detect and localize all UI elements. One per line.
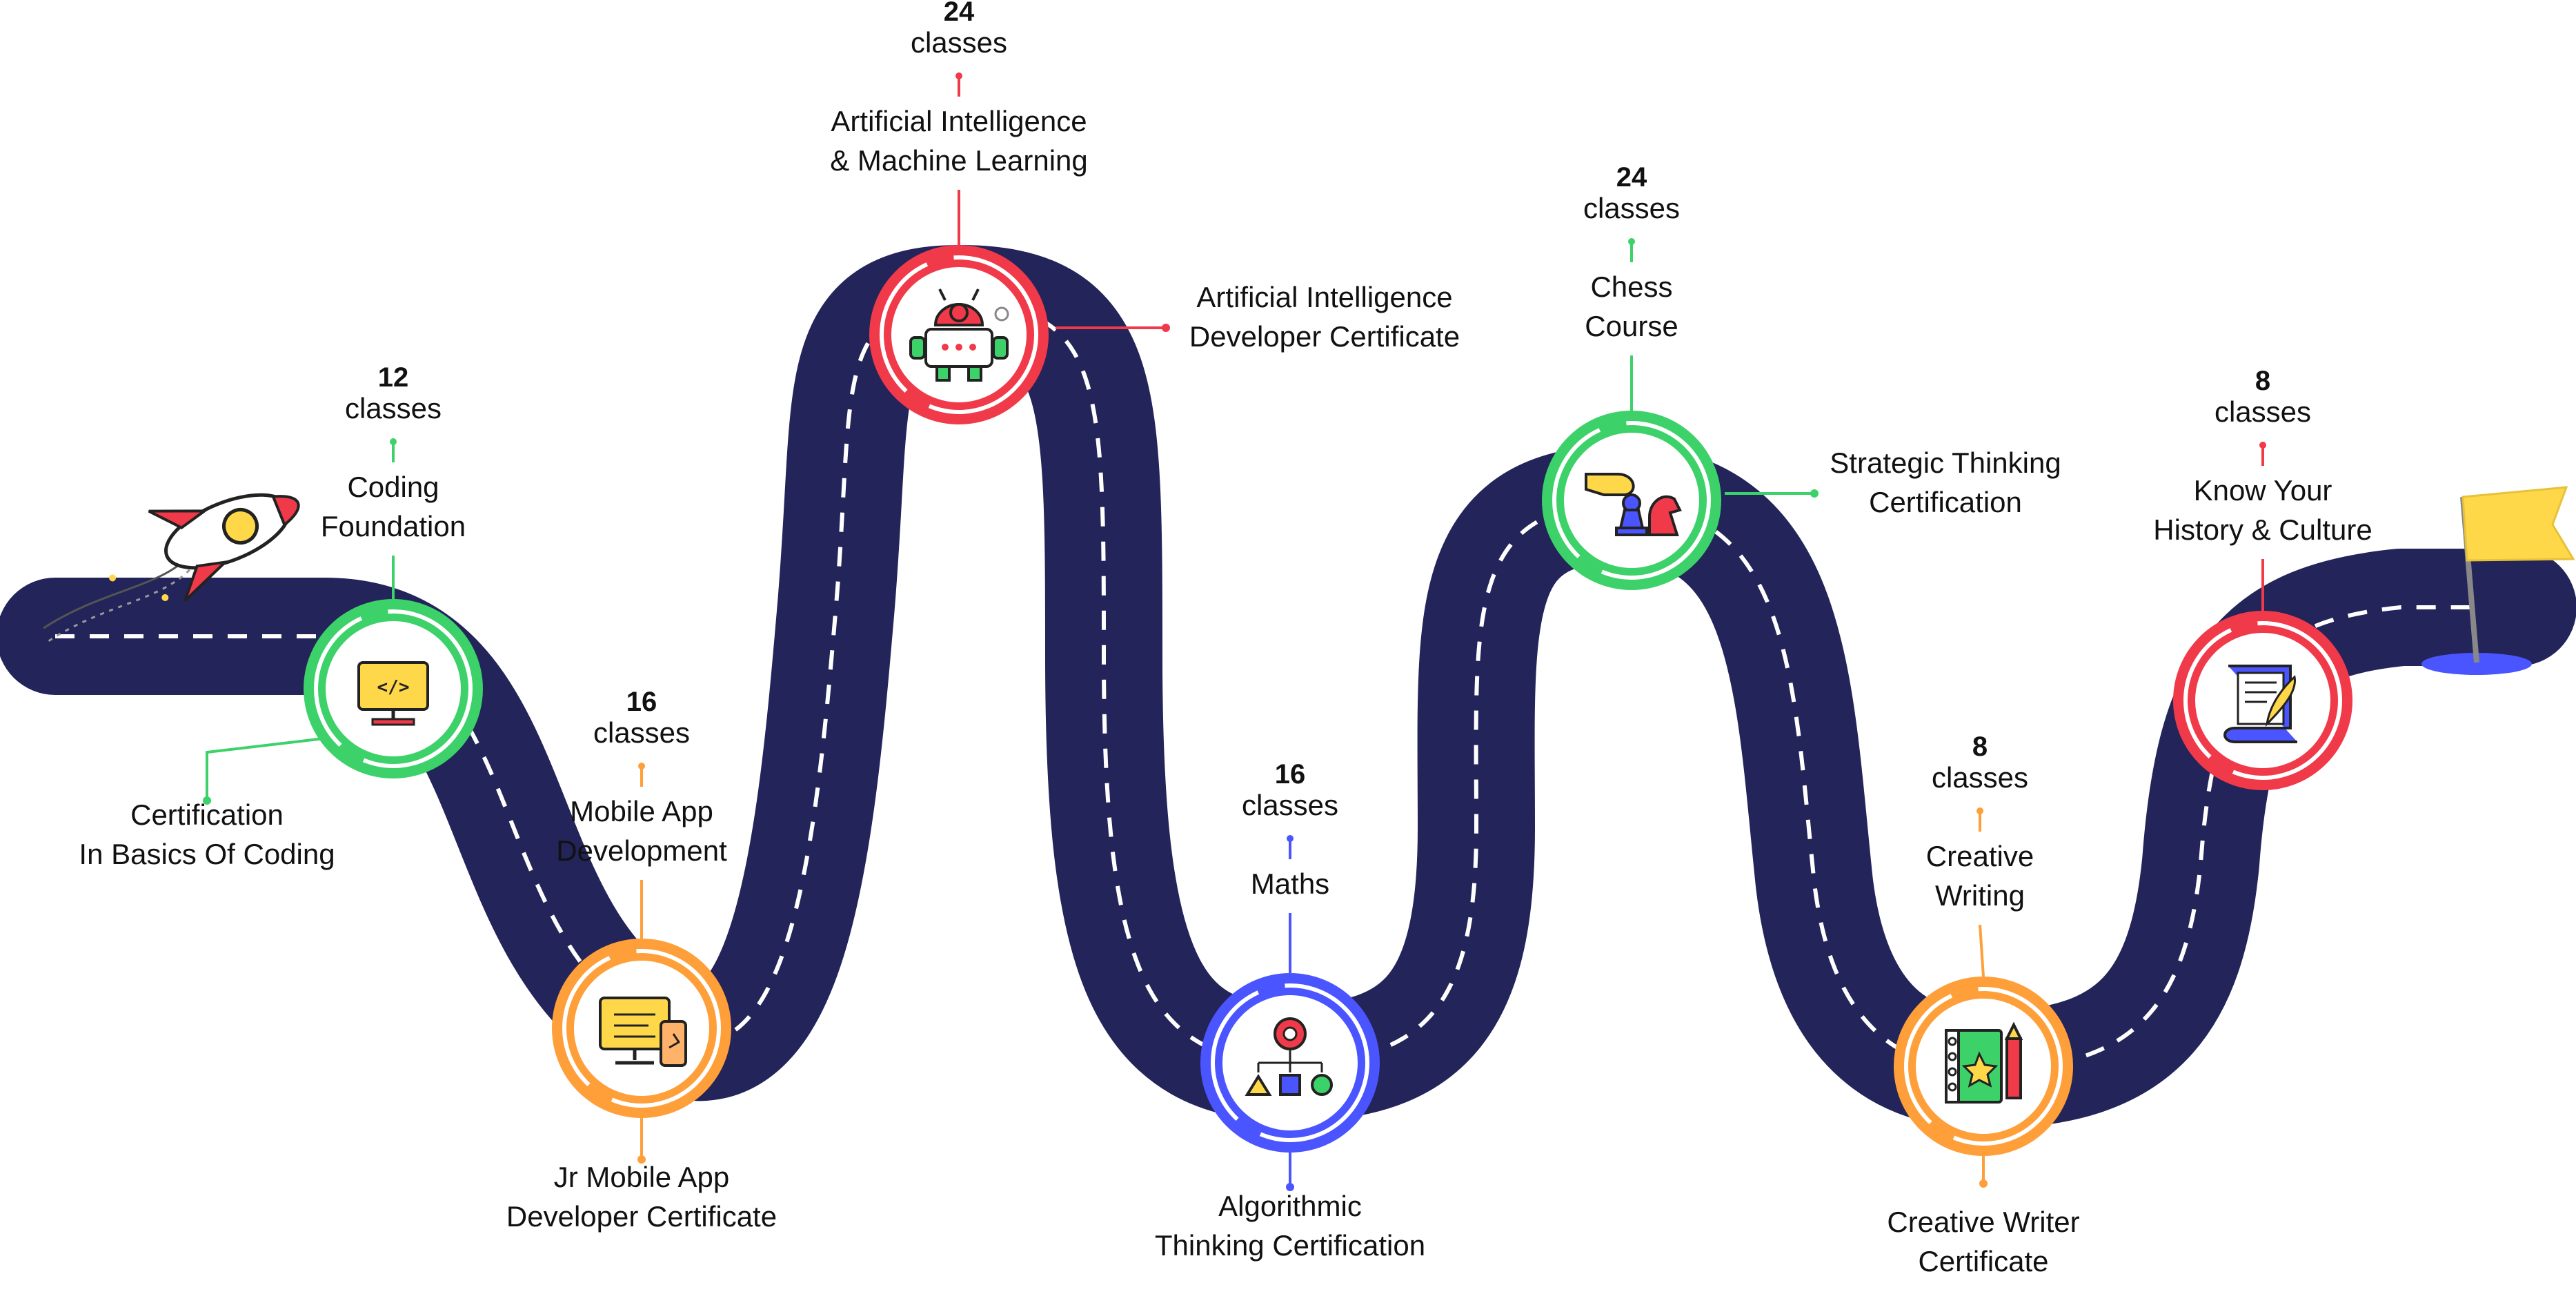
stage-ring-inner [1904,987,2063,1146]
stage-title-line: Course [1585,310,1678,342]
stage-node-mobile [552,939,731,1118]
class-count: 16 [1275,759,1306,790]
stage-nodes-layer: </> [304,245,2352,1156]
stage-title-line: Development [556,834,727,867]
stage-node-writing [1894,977,2073,1156]
certificate-line: Strategic Thinking [1830,447,2061,479]
stage-title-line: Creative [1926,840,2034,872]
stage-node-history [2173,611,2352,790]
certificate-label-coding: Certification In Basics Of Coding [79,798,335,870]
labels-layer: 12classesCodingFoundationCertificationIn… [79,0,2372,1277]
finish-flag-icon [2421,486,2575,675]
stage-title-line: Foundation [321,510,466,542]
scroll-quill-icon [2223,665,2297,743]
stage-ring-inner [880,255,1038,414]
certificate-line: Developer Certificate [506,1200,777,1233]
class-unit: classes [1932,761,2028,794]
notebook-pencil-icon [1945,1021,2023,1104]
svg-text:</>: </> [377,677,410,698]
class-count: 8 [2255,366,2270,396]
stage-node-chess [1542,411,1721,590]
certificate-line: Developer Certificate [1189,320,1460,353]
class-unit: classes [911,26,1007,59]
certificate-line: Certification [1869,486,2022,518]
class-count: 24 [944,0,975,27]
stage-node-maths [1200,973,1380,1153]
stage-title-line: Mobile App [570,795,713,827]
stage-title-line: Artificial Intelligence [831,105,1087,137]
rocket-icon [43,493,300,642]
certificate-line: Thinking Certification [1155,1229,1425,1262]
stage-title-line: Maths [1251,867,1329,900]
stage-title-line: Coding [347,471,439,503]
stage-ring-inner [2183,621,2342,780]
class-count: 12 [378,362,409,393]
stage-title-line: Chess [1590,271,1672,303]
class-count: 16 [626,687,657,717]
chess-pieces-icon [1585,473,1682,536]
stage-ring-inner [1211,983,1369,1142]
robot-icon [909,288,1009,382]
stage-node-ai [869,245,1049,424]
stage-title-line: History & Culture [2153,513,2372,546]
code-monitor-icon: </> [357,661,429,726]
class-unit: classes [1583,192,1680,224]
certificate-line: Artificial Intelligence [1196,281,1452,313]
certificate-line: Jr Mobile App [554,1161,729,1193]
stage-ring-inner [562,949,721,1108]
class-unit: classes [1242,789,1338,821]
class-unit: classes [593,716,690,749]
stage-ring-inner [1552,421,1711,580]
stage-node-coding: </> [304,599,483,778]
class-unit: classes [2215,395,2311,428]
certificate-line: In Basics Of Coding [79,838,335,870]
monitor-phone-icon [599,997,687,1067]
stage-title-line: Know Your [2194,474,2332,507]
certificate-line: Certificate [1918,1245,2048,1277]
certificate-line: Certification [130,798,284,831]
class-count: 24 [1616,162,1647,193]
stage-title-line: Writing [1935,879,2025,912]
certificate-line: Algorithmic [1218,1190,1362,1222]
class-unit: classes [345,392,442,424]
stage-title-line: & Machine Learning [830,144,1088,177]
stage-ring-inner [314,609,473,768]
class-count: 8 [1972,732,1988,762]
algorithm-gear-icon [1245,1017,1333,1096]
certificate-line: Creative Writer [1887,1206,2079,1238]
